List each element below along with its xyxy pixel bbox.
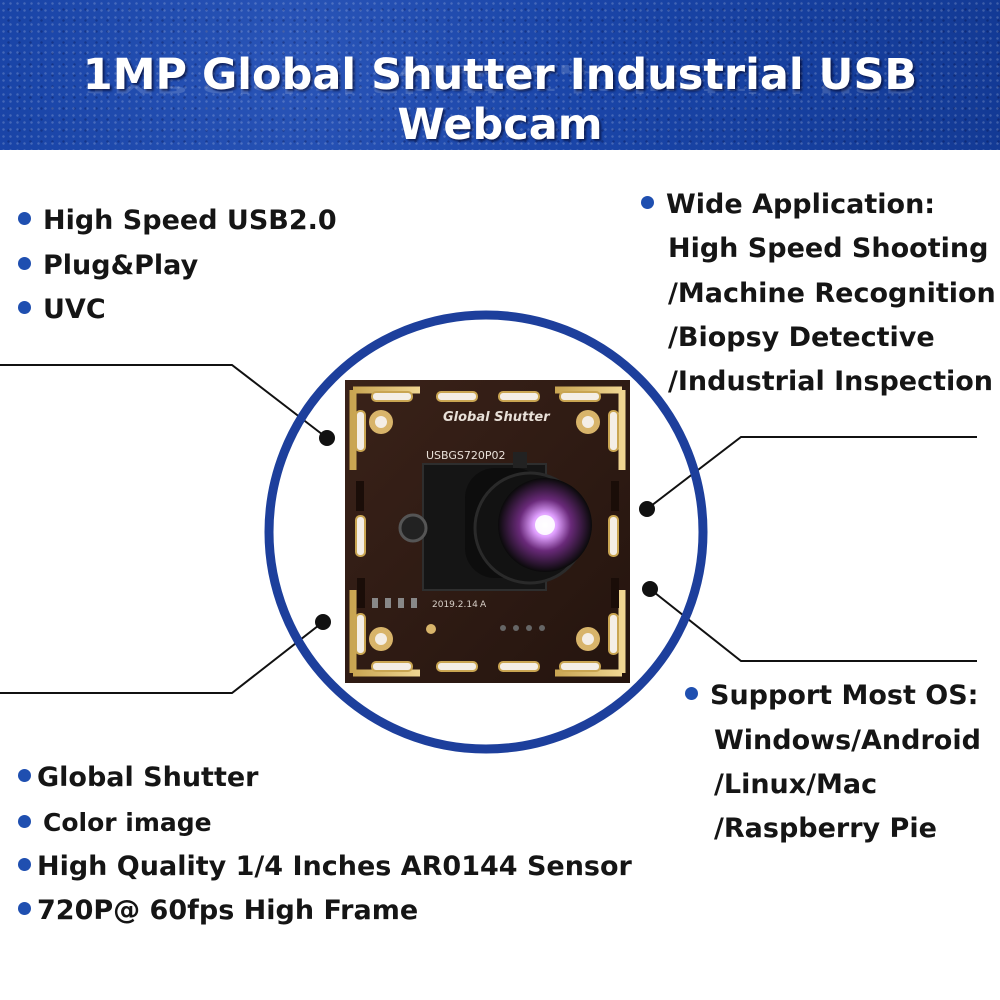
- feature-label: High Speed USB2.0: [43, 205, 337, 236]
- application-line: /Biopsy Detective: [668, 322, 935, 353]
- os-heading: Support Most OS:: [685, 682, 978, 709]
- board-silk-title: Global Shutter: [443, 410, 551, 425]
- application-line: High Speed Shooting: [668, 233, 989, 264]
- feature-label: High Quality 1/4 Inches AR0144 Sensor: [37, 851, 632, 882]
- connector-line-left-top: [0, 364, 328, 439]
- feature-uvc: UVC: [18, 296, 106, 323]
- feature-sensor: High Quality 1/4 Inches AR0144 Sensor: [18, 853, 632, 880]
- application-line: /Machine Recognition: [668, 278, 996, 309]
- bullet-icon: [18, 902, 31, 915]
- connector-line-right-top: [646, 436, 977, 510]
- lens: [465, 452, 592, 585]
- application-line: /Industrial Inspection: [668, 366, 994, 397]
- connector-dot: [315, 614, 331, 630]
- feature-label: Color image: [43, 808, 212, 837]
- feature-color-image: Color image: [18, 810, 212, 835]
- bullet-icon: [18, 301, 31, 314]
- feature-label: 720P@ 60fps High Frame: [37, 895, 419, 926]
- connector-dot: [639, 501, 655, 517]
- os-line: Windows/Android: [714, 725, 981, 756]
- feature-label: Plug&Play: [43, 250, 199, 281]
- bullet-icon: [18, 212, 31, 225]
- board-rev-label: A: [480, 600, 487, 610]
- banner-title: 1MP Global Shutter Industrial USB Webcam: [82, 50, 918, 150]
- header-banner: 1MP Global Shutter Industrial USB Webcam…: [0, 0, 1000, 150]
- bullet-icon: [641, 196, 654, 209]
- bullet-icon: [685, 687, 698, 700]
- bullet-icon: [18, 814, 31, 828]
- connector-dot: [319, 430, 335, 446]
- feature-plug-play: Plug&Play: [18, 252, 198, 279]
- bullet-icon: [18, 257, 31, 270]
- application-heading-text: Wide Application:: [666, 189, 936, 220]
- connector-line-right-bottom: [649, 588, 977, 662]
- application-heading: Wide Application:: [641, 191, 935, 218]
- feature-global-shutter: Global Shutter: [18, 764, 259, 791]
- connector-lines: [0, 364, 977, 694]
- os-line: /Raspberry Pie: [714, 813, 937, 844]
- bullet-icon: [18, 769, 31, 782]
- os-line: /Linux/Mac: [714, 769, 878, 800]
- connector-line-left-bottom: [0, 621, 324, 694]
- os-heading-text: Support Most OS:: [710, 680, 979, 711]
- board-date-label: 2019.2.14: [432, 600, 478, 610]
- camera-board: Global Shutter USBGS720P02 2019.2.14 A: [345, 380, 630, 683]
- connector-dot: [642, 581, 658, 597]
- connector-dots: [315, 430, 658, 630]
- highlight-circle: [264, 310, 708, 754]
- feature-label: Global Shutter: [37, 762, 259, 793]
- board-model-label: USBGS720P02: [426, 449, 506, 462]
- lock-screw: [398, 513, 428, 543]
- bullet-icon: [18, 858, 31, 871]
- feature-label: UVC: [43, 294, 106, 325]
- feature-frame-rate: 720P@ 60fps High Frame: [18, 897, 418, 924]
- feature-usb: High Speed USB2.0: [18, 207, 337, 234]
